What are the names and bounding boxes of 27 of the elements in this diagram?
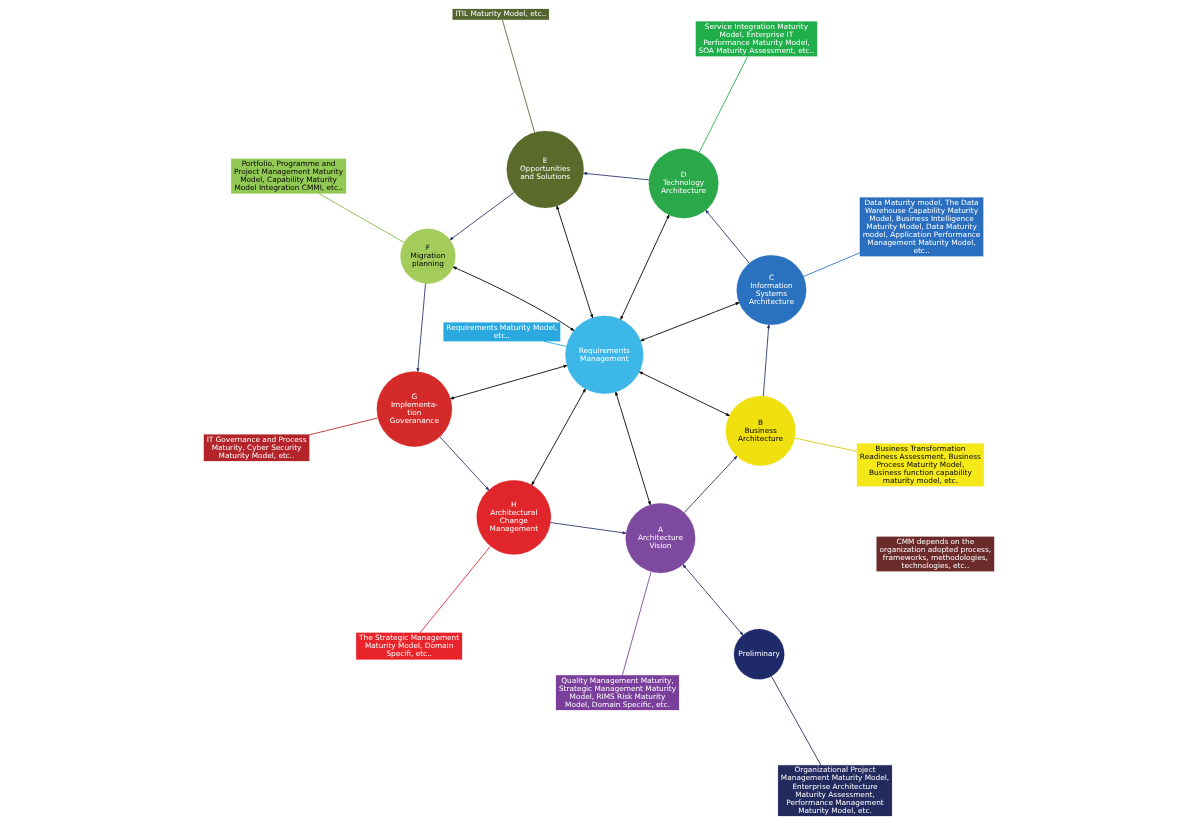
connector <box>501 19 535 133</box>
arrow <box>530 388 586 486</box>
arrow <box>619 214 669 320</box>
connector <box>542 340 567 347</box>
arrow <box>638 371 730 417</box>
connector <box>419 545 491 634</box>
connector <box>802 252 860 277</box>
arrow <box>452 266 574 331</box>
connector <box>308 417 378 436</box>
connector <box>770 675 821 766</box>
arrow <box>704 209 750 264</box>
arrow <box>549 522 626 535</box>
arrow <box>762 324 770 397</box>
connector <box>698 55 748 153</box>
arrow <box>555 205 593 319</box>
arrow <box>682 564 743 636</box>
arrow <box>449 191 515 241</box>
arrow <box>416 283 426 372</box>
connector <box>621 571 652 676</box>
arrow <box>438 436 489 491</box>
arrow <box>614 391 651 506</box>
connector <box>317 193 405 243</box>
arrow <box>683 455 737 514</box>
arrow <box>639 302 739 342</box>
arrow <box>582 172 649 181</box>
connector <box>793 437 857 452</box>
arrow <box>449 364 567 400</box>
